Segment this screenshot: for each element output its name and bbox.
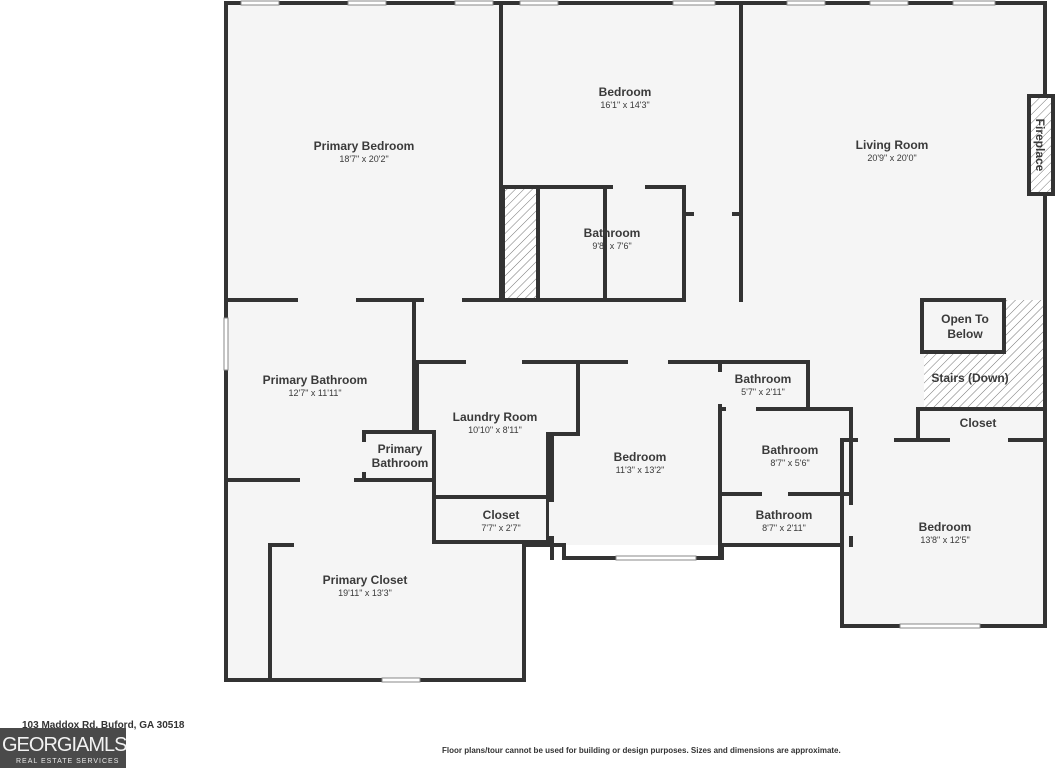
room-name: Bathroom [762,443,819,457]
logo-main-text: GEORGIAMLS [2,734,127,756]
logo-sub-text: REAL ESTATE SERVICES [16,758,120,765]
room-name: Bedroom [599,85,652,99]
room-dim: 20'9" x 20'0" [867,153,916,163]
windows [223,0,996,683]
room-dim: 8'7" x 2'11" [762,523,806,533]
room-dim: 10'10" x 8'11" [468,425,522,435]
room-dim: 19'11" x 13'3" [338,588,392,598]
disclaimer-text: Floor plans/tour cannot be used for buil… [442,746,841,755]
exterior-cutouts [524,545,842,685]
room-name: Bathroom [756,508,813,522]
floor-area [226,3,1045,680]
room-name: Closet [483,508,520,522]
property-address: 103 Maddox Rd, Buford, GA 30518 [22,720,185,731]
room-name: Primary Closet [323,573,408,587]
room-name: Bedroom [919,520,972,534]
room-name-line2: Bathroom [372,456,429,470]
room-name: Stairs (Down) [931,371,1008,385]
room-dim: 11'3" x 13'2" [616,465,665,475]
fireplace-label: Fireplace [1033,119,1047,172]
room-name-line2: Below [947,327,983,341]
room-name: Bathroom [735,372,792,386]
room-dim: 13'8" x 12'5" [920,535,969,545]
room-dim: 12'7" x 11'11" [288,388,341,398]
room-name-line1: Open To [941,312,989,326]
room-dim: 8'7" x 5'6" [770,458,809,468]
fireplace [1027,94,1055,196]
room-name: Bedroom [614,450,667,464]
room-name: Living Room [856,138,929,152]
georgiamls-logo: GEORGIAMLS REAL ESTATE SERVICES [0,728,127,768]
room-name: Primary Bedroom [314,139,415,153]
chase-hatch [503,187,539,301]
room-name: Bathroom [584,226,641,240]
doorways [298,184,1008,536]
room-name-line1: Primary [378,442,423,456]
room-dim: 7'7" x 2'7" [481,523,520,533]
room-dim: 18'7" x 20'2" [339,154,388,164]
room-name: Closet [960,416,997,430]
room-dim: 16'1" x 14'3" [600,100,649,110]
room-labels: Primary Bedroom 18'7" x 20'2" Bedroom 16… [263,85,1047,598]
room-name: Laundry Room [453,410,538,424]
room-dim: 5'7" x 2'11" [741,387,785,397]
room-dim: 9'8" x 7'6" [592,241,631,251]
room-name: Primary Bathroom [263,373,368,387]
